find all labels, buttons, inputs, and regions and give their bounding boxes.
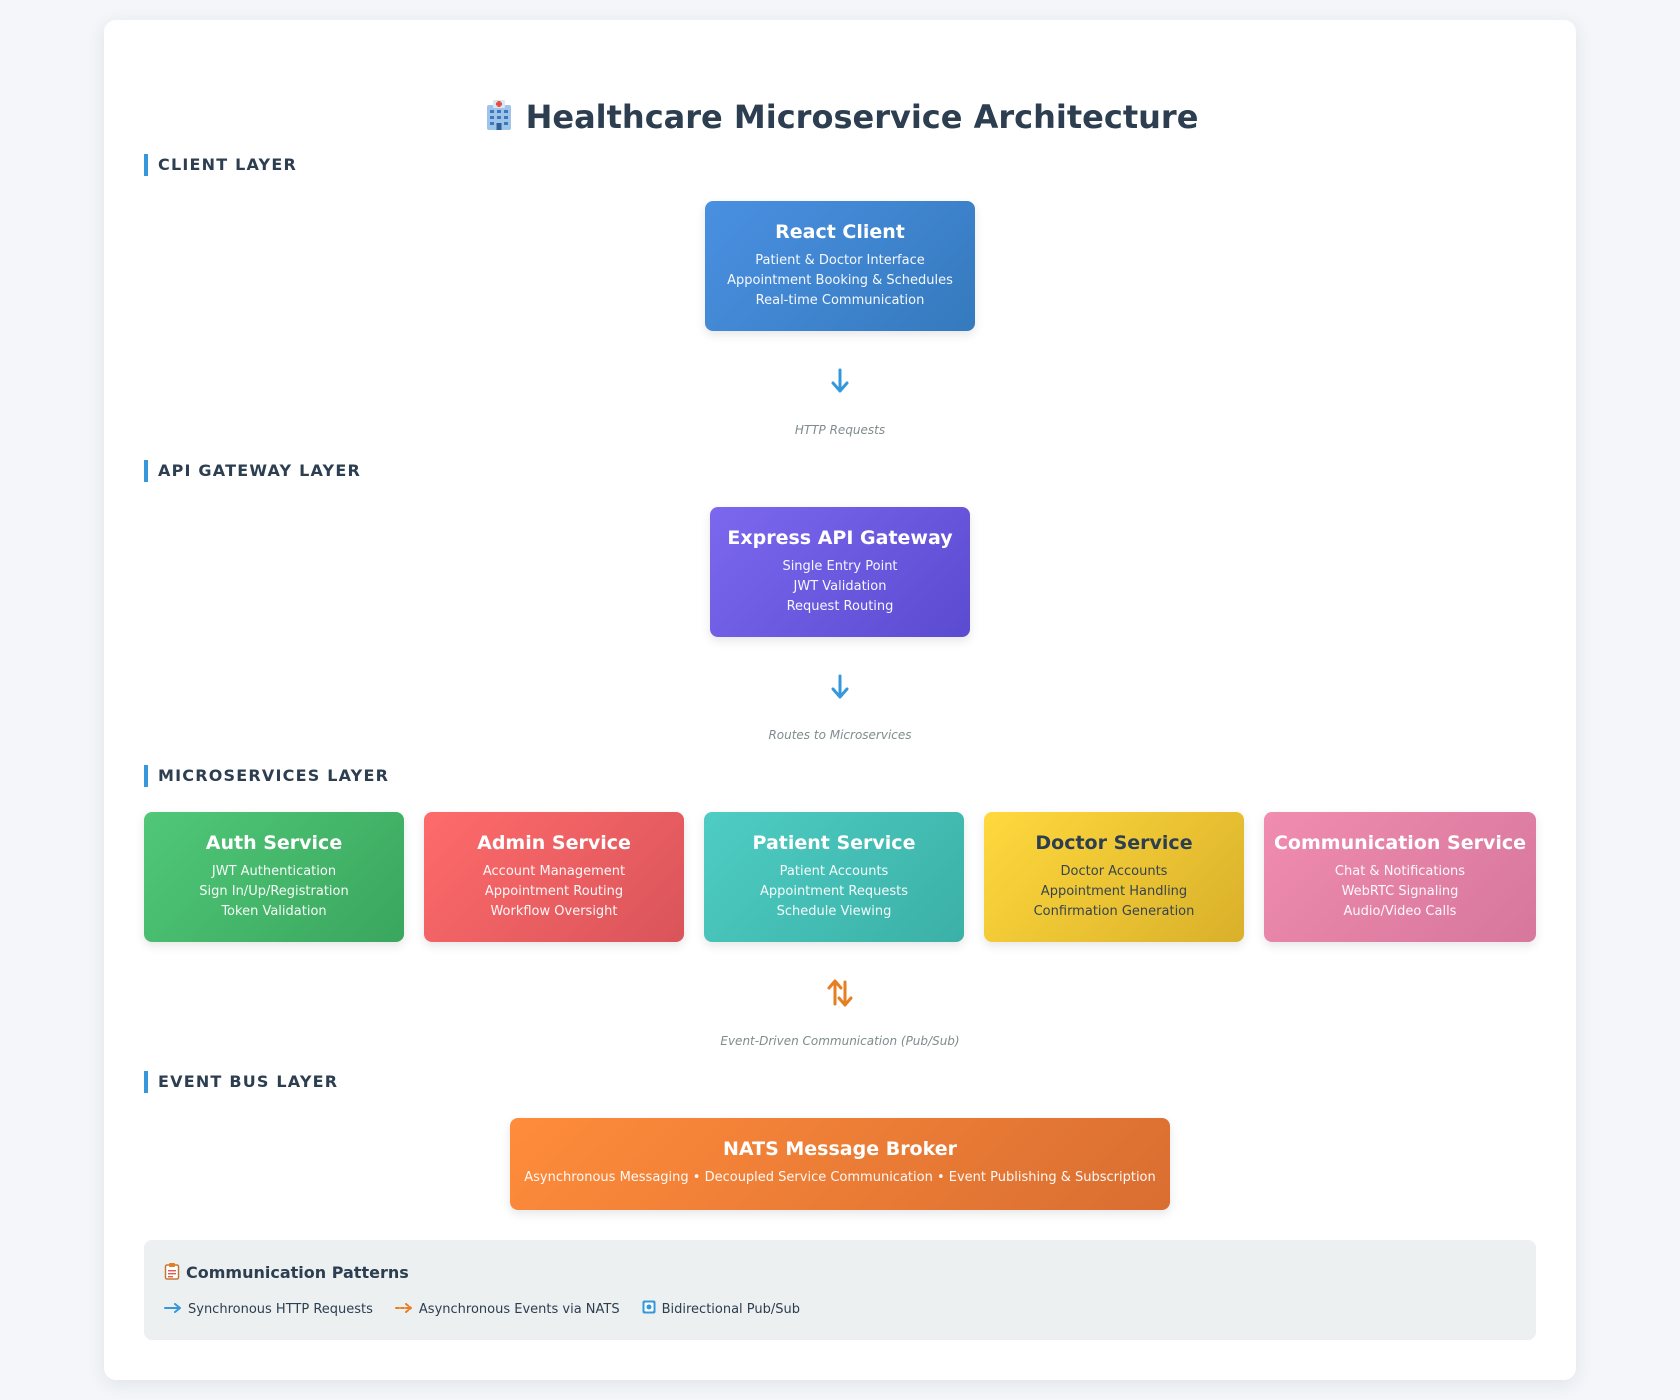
communication-service-line: Chat & Notifications	[1334, 864, 1466, 879]
doctor-service-title: Doctor Service	[1035, 832, 1193, 854]
doctor-service-details: Doctor Accounts Appointment Handling Con…	[984, 862, 1244, 922]
nats-broker-details: Asynchronous Messaging • Decoupled Servi…	[524, 1170, 1156, 1185]
patient-service-title: Patient Service	[752, 832, 916, 854]
legend-item: Asynchronous Events via NATS	[394, 1300, 620, 1318]
react-client-title: React Client	[775, 221, 905, 243]
auth-service-line: JWT Authentication	[211, 864, 337, 879]
patient-service-box[interactable]: Patient Service Patient Accounts Appoint…	[704, 812, 964, 942]
nats-broker-title: NATS Message Broker	[722, 1138, 957, 1160]
microservices-layer-label: MICROSERVICES LAYER	[144, 765, 389, 787]
legend-item-label: Synchronous HTTP Requests	[188, 1301, 373, 1317]
blue-arrow-icon	[164, 1302, 182, 1317]
admin-service-line: Workflow Oversight	[490, 904, 618, 919]
page-title: Healthcare Microservice Architecture	[104, 98, 1576, 140]
api-gateway-line: JWT Validation	[793, 579, 887, 594]
api-gateway-line: Single Entry Point	[782, 559, 898, 574]
communication-service-title: Communication Service	[1273, 832, 1527, 854]
legend-item-label: Bidirectional Pub/Sub	[661, 1301, 801, 1317]
down-arrow-icon	[104, 368, 1576, 400]
routes-label: Routes to Microservices	[768, 728, 912, 742]
react-client-line: Real-time Communication	[755, 293, 925, 308]
bidirectional-icon	[642, 1300, 656, 1318]
auth-service-details: JWT Authentication Sign In/Up/Registrati…	[144, 862, 404, 922]
eventbus-layer-label: EVENT BUS LAYER	[144, 1071, 338, 1093]
orange-arrow-icon	[394, 1302, 413, 1317]
communication-service-line: WebRTC Signaling	[1341, 884, 1459, 899]
bidirectional-arrow-icon	[104, 978, 1576, 1012]
legend-panel: Communication Patterns Synchronous HTTP …	[144, 1240, 1536, 1340]
react-client-box[interactable]: React Client Patient & Doctor Interface …	[705, 201, 975, 331]
legend-title-text: Communication Patterns	[186, 1263, 409, 1282]
doctor-service-line: Appointment Handling	[1040, 884, 1188, 899]
legend-items: Synchronous HTTP Requests Asynchronous E…	[164, 1300, 800, 1318]
api-gateway-line: Request Routing	[786, 599, 894, 614]
communication-service-box[interactable]: Communication Service Chat & Notificatio…	[1264, 812, 1536, 942]
event-driven-label: Event-Driven Communication (Pub/Sub)	[720, 1034, 960, 1048]
admin-service-title: Admin Service	[477, 832, 631, 854]
patient-service-line: Appointment Requests	[759, 884, 908, 899]
title-text: Healthcare Microservice Architecture	[525, 98, 1199, 136]
api-gateway-box[interactable]: Express API Gateway Single Entry Point J…	[710, 507, 970, 637]
admin-service-line: Appointment Routing	[484, 884, 624, 899]
gateway-layer-label: API GATEWAY LAYER	[144, 460, 361, 482]
react-client-line: Appointment Booking & Schedules	[727, 273, 953, 288]
communication-service-details: Chat & Notifications WebRTC Signaling Au…	[1264, 862, 1536, 922]
hospital-icon	[482, 98, 516, 140]
legend-item: Synchronous HTTP Requests	[164, 1300, 373, 1318]
patient-service-line: Schedule Viewing	[776, 904, 892, 919]
doctor-service-line: Doctor Accounts	[1060, 864, 1168, 879]
auth-service-line: Token Validation	[221, 904, 327, 919]
diagram-card: Healthcare Microservice Architecture CLI…	[104, 20, 1576, 1380]
auth-service-line: Sign In/Up/Registration	[199, 884, 349, 899]
patient-service-line: Patient Accounts	[779, 864, 889, 879]
admin-service-details: Account Management Appointment Routing W…	[424, 862, 684, 922]
down-arrow-icon	[104, 674, 1576, 706]
legend-item: Bidirectional Pub/Sub	[642, 1300, 800, 1318]
api-gateway-details: Single Entry Point JWT Validation Reques…	[710, 557, 970, 617]
clipboard-icon	[164, 1262, 180, 1284]
client-layer-label: CLIENT LAYER	[144, 154, 297, 176]
nats-broker-box[interactable]: NATS Message Broker Asynchronous Messagi…	[510, 1118, 1170, 1210]
react-client-line: Patient & Doctor Interface	[755, 253, 925, 268]
admin-service-box[interactable]: Admin Service Account Management Appoint…	[424, 812, 684, 942]
legend-item-label: Asynchronous Events via NATS	[418, 1301, 620, 1317]
http-requests-label: HTTP Requests	[794, 423, 886, 437]
auth-service-box[interactable]: Auth Service JWT Authentication Sign In/…	[144, 812, 404, 942]
communication-service-line: Audio/Video Calls	[1343, 904, 1457, 919]
legend-title: Communication Patterns	[164, 1262, 409, 1284]
api-gateway-title: Express API Gateway	[727, 527, 953, 549]
auth-service-title: Auth Service	[205, 832, 343, 854]
doctor-service-box[interactable]: Doctor Service Doctor Accounts Appointme…	[984, 812, 1244, 942]
admin-service-line: Account Management	[482, 864, 626, 879]
doctor-service-line: Confirmation Generation	[1033, 904, 1195, 919]
react-client-details: Patient & Doctor Interface Appointment B…	[705, 251, 975, 311]
patient-service-details: Patient Accounts Appointment Requests Sc…	[704, 862, 964, 922]
